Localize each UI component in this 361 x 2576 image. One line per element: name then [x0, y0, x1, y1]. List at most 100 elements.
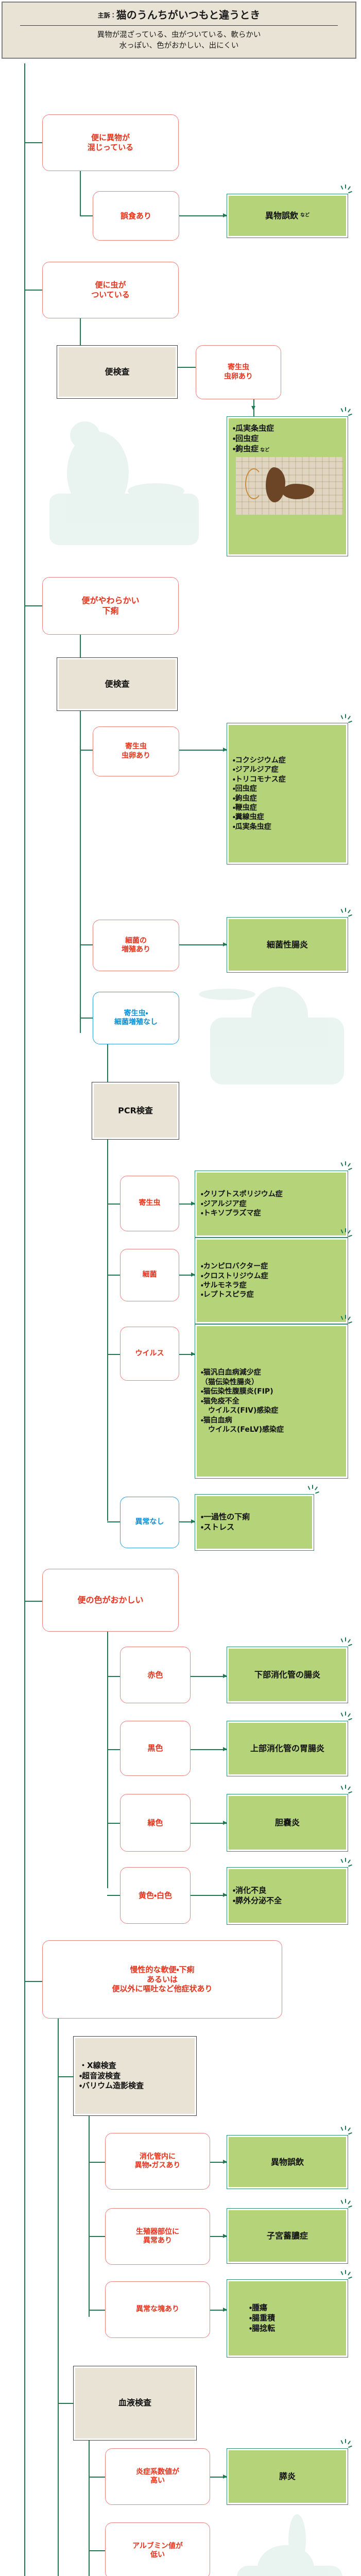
finding-pcr-parasite-label: 寄生虫 — [139, 1199, 161, 1208]
finding-low-albumin[interactable]: アルブミン値が 低い — [105, 2522, 210, 2576]
finding-ingestion[interactable]: 誤食あり — [93, 191, 179, 241]
cat-body — [67, 432, 129, 514]
symptom-soft-stool[interactable]: 便がやわらかい 下痢 — [42, 577, 179, 635]
arrow-b5-b1 — [210, 2475, 227, 2478]
exam-blood-test[interactable]: 血液検査 — [73, 2366, 197, 2441]
finding-color-green[interactable]: 緑色 — [120, 1794, 191, 1852]
diagnosis-parasites-list[interactable]: ・コクシジウム症 ・ジアルジア症 ・トリコモナス症 ・回虫症 ・鉤虫症 ・鞭虫症… — [227, 723, 348, 865]
list-item: ・消化不良 — [233, 1886, 267, 1895]
diagnosis-pancreatitis-label: 膵炎 — [279, 2471, 296, 2482]
list-item: ・猫汎白血病減少症 — [201, 1368, 261, 1377]
finding-high-inflammation-label: 炎症系数値が 高い — [136, 2467, 179, 2485]
diagnosis-worms[interactable]: ・瓜実条虫症 ・回虫症 ・鉤虫症など — [227, 416, 348, 556]
connector-b4-f1 — [107, 1676, 120, 1677]
arrow-b4-f4 — [191, 1893, 227, 1896]
diagnosis-foreign-ingestion-2-label: 異物誤飲 — [270, 2157, 304, 2167]
diagnosis-pcr-bacteria[interactable]: ・カンピロバクター症 ・クロストリジウム症 ・サルモネラ症 ・レプトスピラ症 — [195, 1238, 348, 1324]
diagnosis-transient-diarrhea[interactable]: ・一過性の下痢 ・ストレス — [195, 1494, 314, 1551]
finding-pcr-bacteria[interactable]: 細菌 — [120, 1249, 179, 1301]
symptom-stool-color[interactable]: 便の色がおかしい — [42, 1569, 179, 1632]
exam-stool-test-2[interactable]: 便検査 — [57, 657, 178, 711]
diagnosis-pancreatitis[interactable]: 膵炎 — [227, 2448, 348, 2505]
connector-branch2 — [24, 290, 42, 291]
connector-b3-f3-down — [107, 1044, 108, 1083]
list-item: ・クロストリジウム症 — [201, 1272, 268, 1280]
symptom-chronic-diarrhea[interactable]: 慢性的な軟便・下痢 あるいは 便以外に嘔吐など他症状あり — [42, 1940, 282, 2019]
cat-litterbox-illustration-2 — [195, 981, 349, 1105]
connector-b5-blood-subspine — [89, 2441, 90, 2576]
finding-gi-foreign-gas[interactable]: 消化管内に 異物・ガスあり — [105, 2133, 210, 2190]
finding-pcr-parasite[interactable]: 寄生虫 — [120, 1176, 179, 1231]
finding-pcr-normal-label: 異常なし — [135, 1518, 164, 1527]
finding-bacteria-growth[interactable]: 細菌の 増殖あり — [93, 920, 179, 971]
finding-no-parasite-no-bacteria[interactable]: 寄生虫・ 細菌増殖なし — [93, 992, 179, 1044]
diagnosis-pyometra-inner: 子宮蓄膿症 — [229, 2210, 346, 2262]
list-item: ・カンピロバクター症 — [201, 1262, 268, 1271]
stool-blob — [266, 467, 285, 503]
connector-b2-down — [80, 318, 81, 346]
connector-b1-down — [80, 171, 81, 216]
diagnosis-upper-gi-gastroenteritis[interactable]: 上部消化管の胃腸炎 — [227, 1721, 348, 1776]
finding-gi-foreign-gas-label: 消化管内に 異物・ガスあり — [134, 2152, 181, 2170]
symptom-foreign-body[interactable]: 便に異物が 混じっている — [42, 114, 179, 171]
exam-blood-test-label: 血液検査 — [118, 2398, 151, 2408]
diagnosis-lower-gi-enteritis[interactable]: 下部消化管の腸炎 — [227, 1647, 348, 1703]
finding-parasite-eggs-1[interactable]: 寄生虫 虫卵あり — [196, 345, 281, 399]
arrow-pcr-f2 — [179, 1273, 195, 1276]
connector-pcr-f1 — [107, 1204, 120, 1205]
cat-body — [251, 987, 308, 1043]
connector-b5-exam1 — [58, 2076, 73, 2077]
title-main: 猫のうんちがいつもと違うとき — [116, 9, 261, 21]
connector-b5-i3 — [89, 2310, 105, 2311]
finding-reproductive-abnormal[interactable]: 生殖器部位に 異常あり — [105, 2208, 210, 2265]
diagnosis-worms-inner: ・瓜実条虫症 ・回虫症 ・鉤虫症など — [229, 418, 346, 554]
diagnosis-foreign-body-inner: 異物誤飲など — [229, 196, 346, 236]
cat-litterbox-illustration-3 — [232, 2514, 350, 2576]
finding-parasite-eggs-2[interactable]: 寄生虫 虫卵あり — [93, 726, 179, 776]
list-item: ・腫瘍 — [249, 2303, 268, 2313]
diagnosis-worms-item-2: ・鉤虫症など — [233, 444, 270, 453]
stool-blob-2 — [282, 484, 314, 500]
diagnosis-pcr-virus[interactable]: ・猫汎白血病減少症 （猫伝染性腸炎） ・猫伝染性腹膜炎(FIP) ・猫免疫不全 … — [195, 1324, 348, 1479]
diagnosis-pcr-bacteria-inner: ・カンピロバクター症 ・クロストリジウム症 ・サルモネラ症 ・レプトスピラ症 — [197, 1240, 346, 1322]
diagnosis-foreign-ingestion-2[interactable]: 異物誤飲 — [227, 2135, 348, 2189]
list-item: ・超音波検査 — [79, 2071, 121, 2080]
list-item: ・腸重積 — [249, 2313, 276, 2323]
litter-box — [237, 2566, 342, 2576]
finding-pcr-normal[interactable]: 異常なし — [120, 1497, 179, 1548]
finding-abnormal-mass[interactable]: 異常な塊あり — [105, 2281, 210, 2338]
exam-imaging[interactable]: ・X線検査 ・超音波検査 ・バリウム造影検査 — [73, 2036, 197, 2116]
finding-high-inflammation[interactable]: 炎症系数値が 高い — [105, 2448, 210, 2505]
diagnosis-tumor-intussusception[interactable]: ・腫瘍 ・腸重積 ・腸捻転 — [227, 2279, 348, 2358]
exam-pcr-test[interactable]: PCR検査 — [92, 1082, 179, 1140]
arrow-b1 — [179, 214, 227, 217]
connector-b5-i1 — [89, 2162, 105, 2163]
connector-branch1 — [24, 142, 42, 143]
main-spine — [24, 63, 25, 2576]
finding-color-red[interactable]: 赤色 — [120, 1647, 191, 1703]
diagnosis-maldigestion[interactable]: ・消化不良 ・膵外分泌不全 — [227, 1867, 348, 1925]
diagnosis-pcr-virus-inner: ・猫汎白血病減少症 （猫伝染性腸炎） ・猫伝染性腹膜炎(FIP) ・猫免疫不全 … — [197, 1326, 346, 1477]
finding-color-yellow-white[interactable]: 黄色・白色 — [120, 1867, 191, 1924]
diagnosis-cholecystitis[interactable]: 胆嚢炎 — [227, 1794, 348, 1852]
connector-b4-f2 — [107, 1749, 120, 1750]
diagnosis-pyometra[interactable]: 子宮蓄膿症 — [227, 2208, 348, 2264]
exam-stool-test-2-inner: 便検査 — [59, 659, 176, 709]
finding-reproductive-abnormal-label: 生殖器部位に 異常あり — [136, 2227, 179, 2245]
diagnosis-pcr-parasite[interactable]: ・クリプトスポリジウム症 ・ジアルジア症 ・トキソプラズマ症 — [195, 1171, 348, 1238]
arrow-b3-f1 — [179, 748, 227, 751]
connector-b1-to-finding — [80, 215, 93, 216]
connector-pcr-subspine — [107, 1140, 108, 1521]
cat-tail — [288, 2514, 306, 2566]
finding-pcr-virus[interactable]: ウイルス — [120, 1327, 179, 1381]
title-lead: 主訴： — [97, 12, 116, 19]
list-item: ・回虫症 — [233, 785, 257, 793]
diagnosis-foreign-body[interactable]: 異物誤飲など — [227, 194, 348, 238]
finding-color-yellow-white-label: 黄色・白色 — [138, 1890, 173, 1900]
finding-color-black[interactable]: 黒色 — [120, 1721, 191, 1776]
exam-stool-test-1[interactable]: 便検査 — [57, 345, 178, 399]
diagnosis-bacterial-enteritis[interactable]: 細菌性腸炎 — [227, 917, 348, 973]
symptom-worms[interactable]: 便に虫が ついている — [42, 262, 179, 318]
arrow-b4-f3 — [191, 1821, 227, 1824]
arrow-pcr-f4 — [179, 1520, 195, 1523]
